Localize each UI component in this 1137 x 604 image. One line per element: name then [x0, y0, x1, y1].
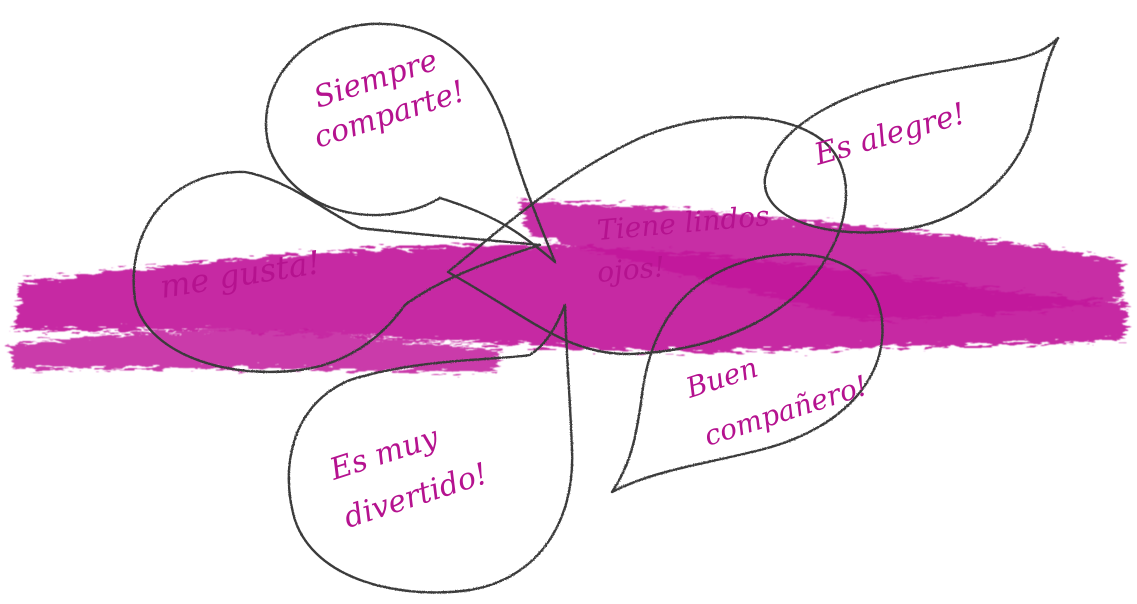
brush-stroke-middle: [15, 244, 1128, 352]
bubble-siempre-comparte: Siempre comparte!: [310, 43, 470, 156]
bubble-outline-es-alegre: [763, 36, 1060, 234]
bubble-outline-buen-companero: [610, 253, 884, 494]
bubble-text-line: Buen: [681, 351, 762, 405]
brush-stroke-background: [10, 200, 1128, 372]
bubble-outline-me-gusta: [132, 170, 542, 374]
bubble-outline-es-muy-divertido: [287, 303, 574, 594]
svg-text:Es alegre!: Es alegre!: [810, 96, 970, 173]
bubble-text-line: ojos!: [596, 250, 667, 289]
svg-text:ojos!: ojos!: [596, 250, 667, 289]
svg-text:Buen: Buen: [681, 351, 762, 405]
bubble-buen-companero: Buen compañero!: [681, 351, 872, 453]
brush-stroke-bottom: [10, 330, 500, 372]
bubble-es-alegre: Es alegre!: [810, 96, 970, 173]
bubble-outline-tiene-lindos-ojos: [446, 116, 848, 356]
bubble-es-muy-divertido: Es muy divertido!: [325, 420, 492, 536]
bubble-text-line: Es alegre!: [810, 96, 970, 173]
bubble-outline-siempre-comparte: [264, 22, 557, 264]
